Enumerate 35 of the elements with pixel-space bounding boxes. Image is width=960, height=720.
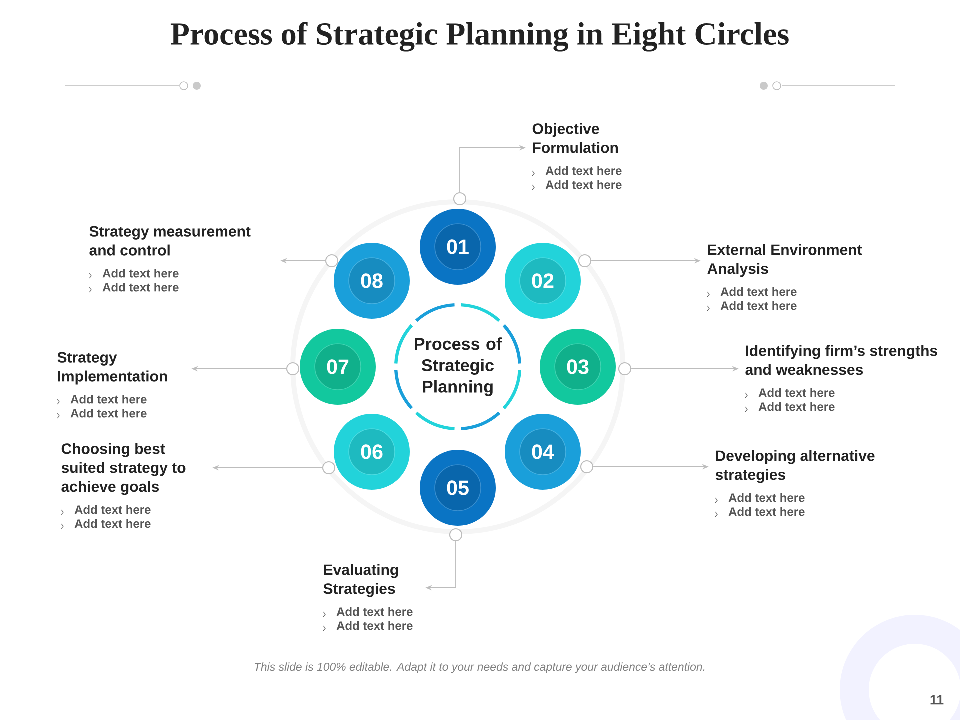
title: Process of Strategic Planning in Eight Circles [170,22,789,52]
connector-dot [322,461,336,475]
bullet-item: Add text here [532,166,622,176]
bullet-item: Add text here [323,607,413,618]
bullet-item: Add text here [715,493,805,504]
bullet-item: Add text here [707,301,797,312]
footer-note: This slide is 100% editable. Adapt it to your needs and capture your audience’s attention. [254,662,705,674]
step-heading: Strategy Implementation [58,352,168,385]
bullet-item: Add text here [745,402,835,412]
connector-dot [453,192,467,206]
step-heading: Choosing best suited strategy to achieve goals [62,443,186,496]
step-heading: Objective Formulation [532,123,618,154]
connector-dot [578,254,592,268]
connector-dot [449,528,463,542]
bullet-item: Add text here [707,287,797,298]
bullet-item: Add text here [745,388,835,398]
bullet-item: Add text here [57,408,147,419]
connector-dot [580,460,594,474]
connector-dot [286,362,300,376]
bullet-item: Add text here [89,268,179,279]
bullet-item: Add text here [323,621,413,632]
step-heading: Strategy measurement and control [90,226,251,256]
step-heading: Identifying firm’s strengths and weaknesses [746,345,938,376]
bullet-item: Add text here [61,505,151,516]
connector-dot [325,254,339,268]
step-heading: Evaluating Strategies [324,564,398,598]
step-heading: Developing alternative strategies [716,450,875,484]
bullet-item: Add text here [57,394,147,405]
bullet-item: Add text here [89,282,179,293]
bullet-item: Add text here [61,519,151,530]
bullet-item: Add text here [715,507,805,518]
step-heading: External Environment Analysis [708,244,862,278]
bullet-item: Add text here [532,180,622,190]
page-number: 11 [930,695,944,705]
connector-dot [618,362,632,376]
